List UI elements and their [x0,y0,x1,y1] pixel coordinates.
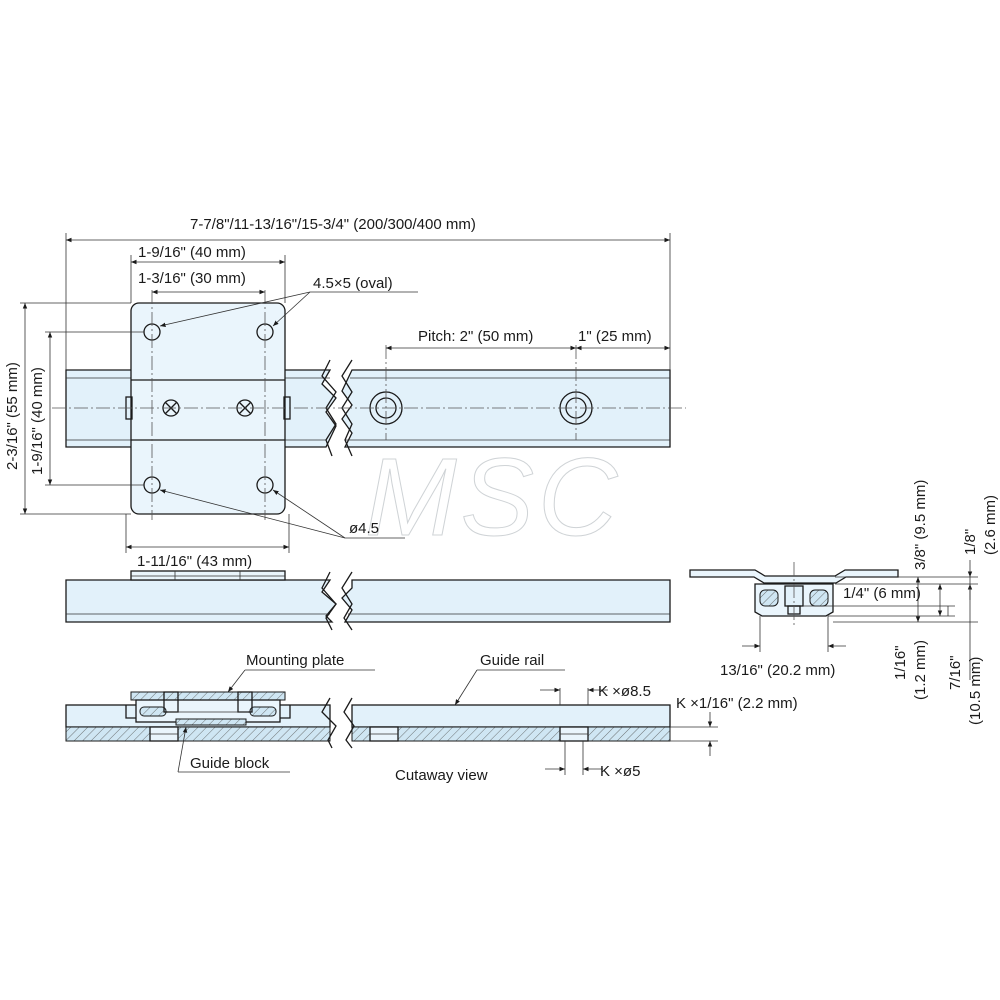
overall-length-label: 7-7/8"/11-13/16"/15-3/4" (200/300/400 mm… [190,216,476,233]
mounting-plate-top [130,302,286,515]
guide-block-label: Guide block [190,755,270,772]
end-offset-label: 1" (25 mm) [578,328,652,345]
top-view: 7-7/8"/11-13/16"/15-3/4" (200/300/400 mm… [4,216,686,570]
guide-rail-side-left [65,579,337,623]
plate-width-label: 1-11/16" (43 mm) [137,553,252,570]
watermark: MSC [365,436,621,559]
rail-width-label: 1/4" (6 mm) [843,585,921,602]
plate-height-outer-label: 2-3/16" (55 mm) [4,362,21,470]
plate-height-inner-label: 1-9/16" (40 mm) [29,367,46,475]
rail-height-mm-label: (10.5 mm) [967,657,984,725]
mounting-plate-side [130,570,286,581]
guide-rail-cutaway-right [351,704,671,728]
pitch-label: Pitch: 2" (50 mm) [418,328,533,345]
cutaway-caption: Cutaway view [395,767,488,784]
plate-thickness-label: 1/8" [962,529,979,555]
mounting-plate-label: Mounting plate [246,652,344,669]
oval-hole-label: 4.5×5 (oval) [313,275,393,292]
round-hole-label: ø4.5 [349,520,379,537]
plate-hole-span-outer-label: 1-9/16" (40 mm) [138,244,246,261]
guide-rail-label: Guide rail [480,652,544,669]
plate-hole-span-inner-label: 1-3/16" (30 mm) [138,270,246,287]
rail-height-label: 7/16" [947,655,964,690]
block-width-label: 13/16" (20.2 mm) [720,662,835,679]
bottom-gap-mm-label: (1.2 mm) [912,640,929,700]
guide-rail-side-right [341,579,671,623]
plate-thickness-mm-label: (2.6 mm) [982,495,999,555]
counterbore-label: K ×ø8.5 [598,683,651,700]
end-view: 13/16" (20.2 mm) 1/4" (6 mm) 3/8" (9.5 m… [689,480,999,725]
side-view [65,570,671,631]
counterbore-depth-label: K ×1/16" (2.2 mm) [676,695,798,712]
bottom-gap-label: 1/16" [892,645,909,680]
height-total-label: 3/8" (9.5 mm) [912,480,929,570]
cutaway-view: Mounting plate Guide rail Guide block Cu… [65,652,798,784]
mounting-plate-cutaway [130,691,286,701]
through-hole-label: K ×ø5 [600,763,640,780]
guide-rail-top-right [341,369,671,448]
